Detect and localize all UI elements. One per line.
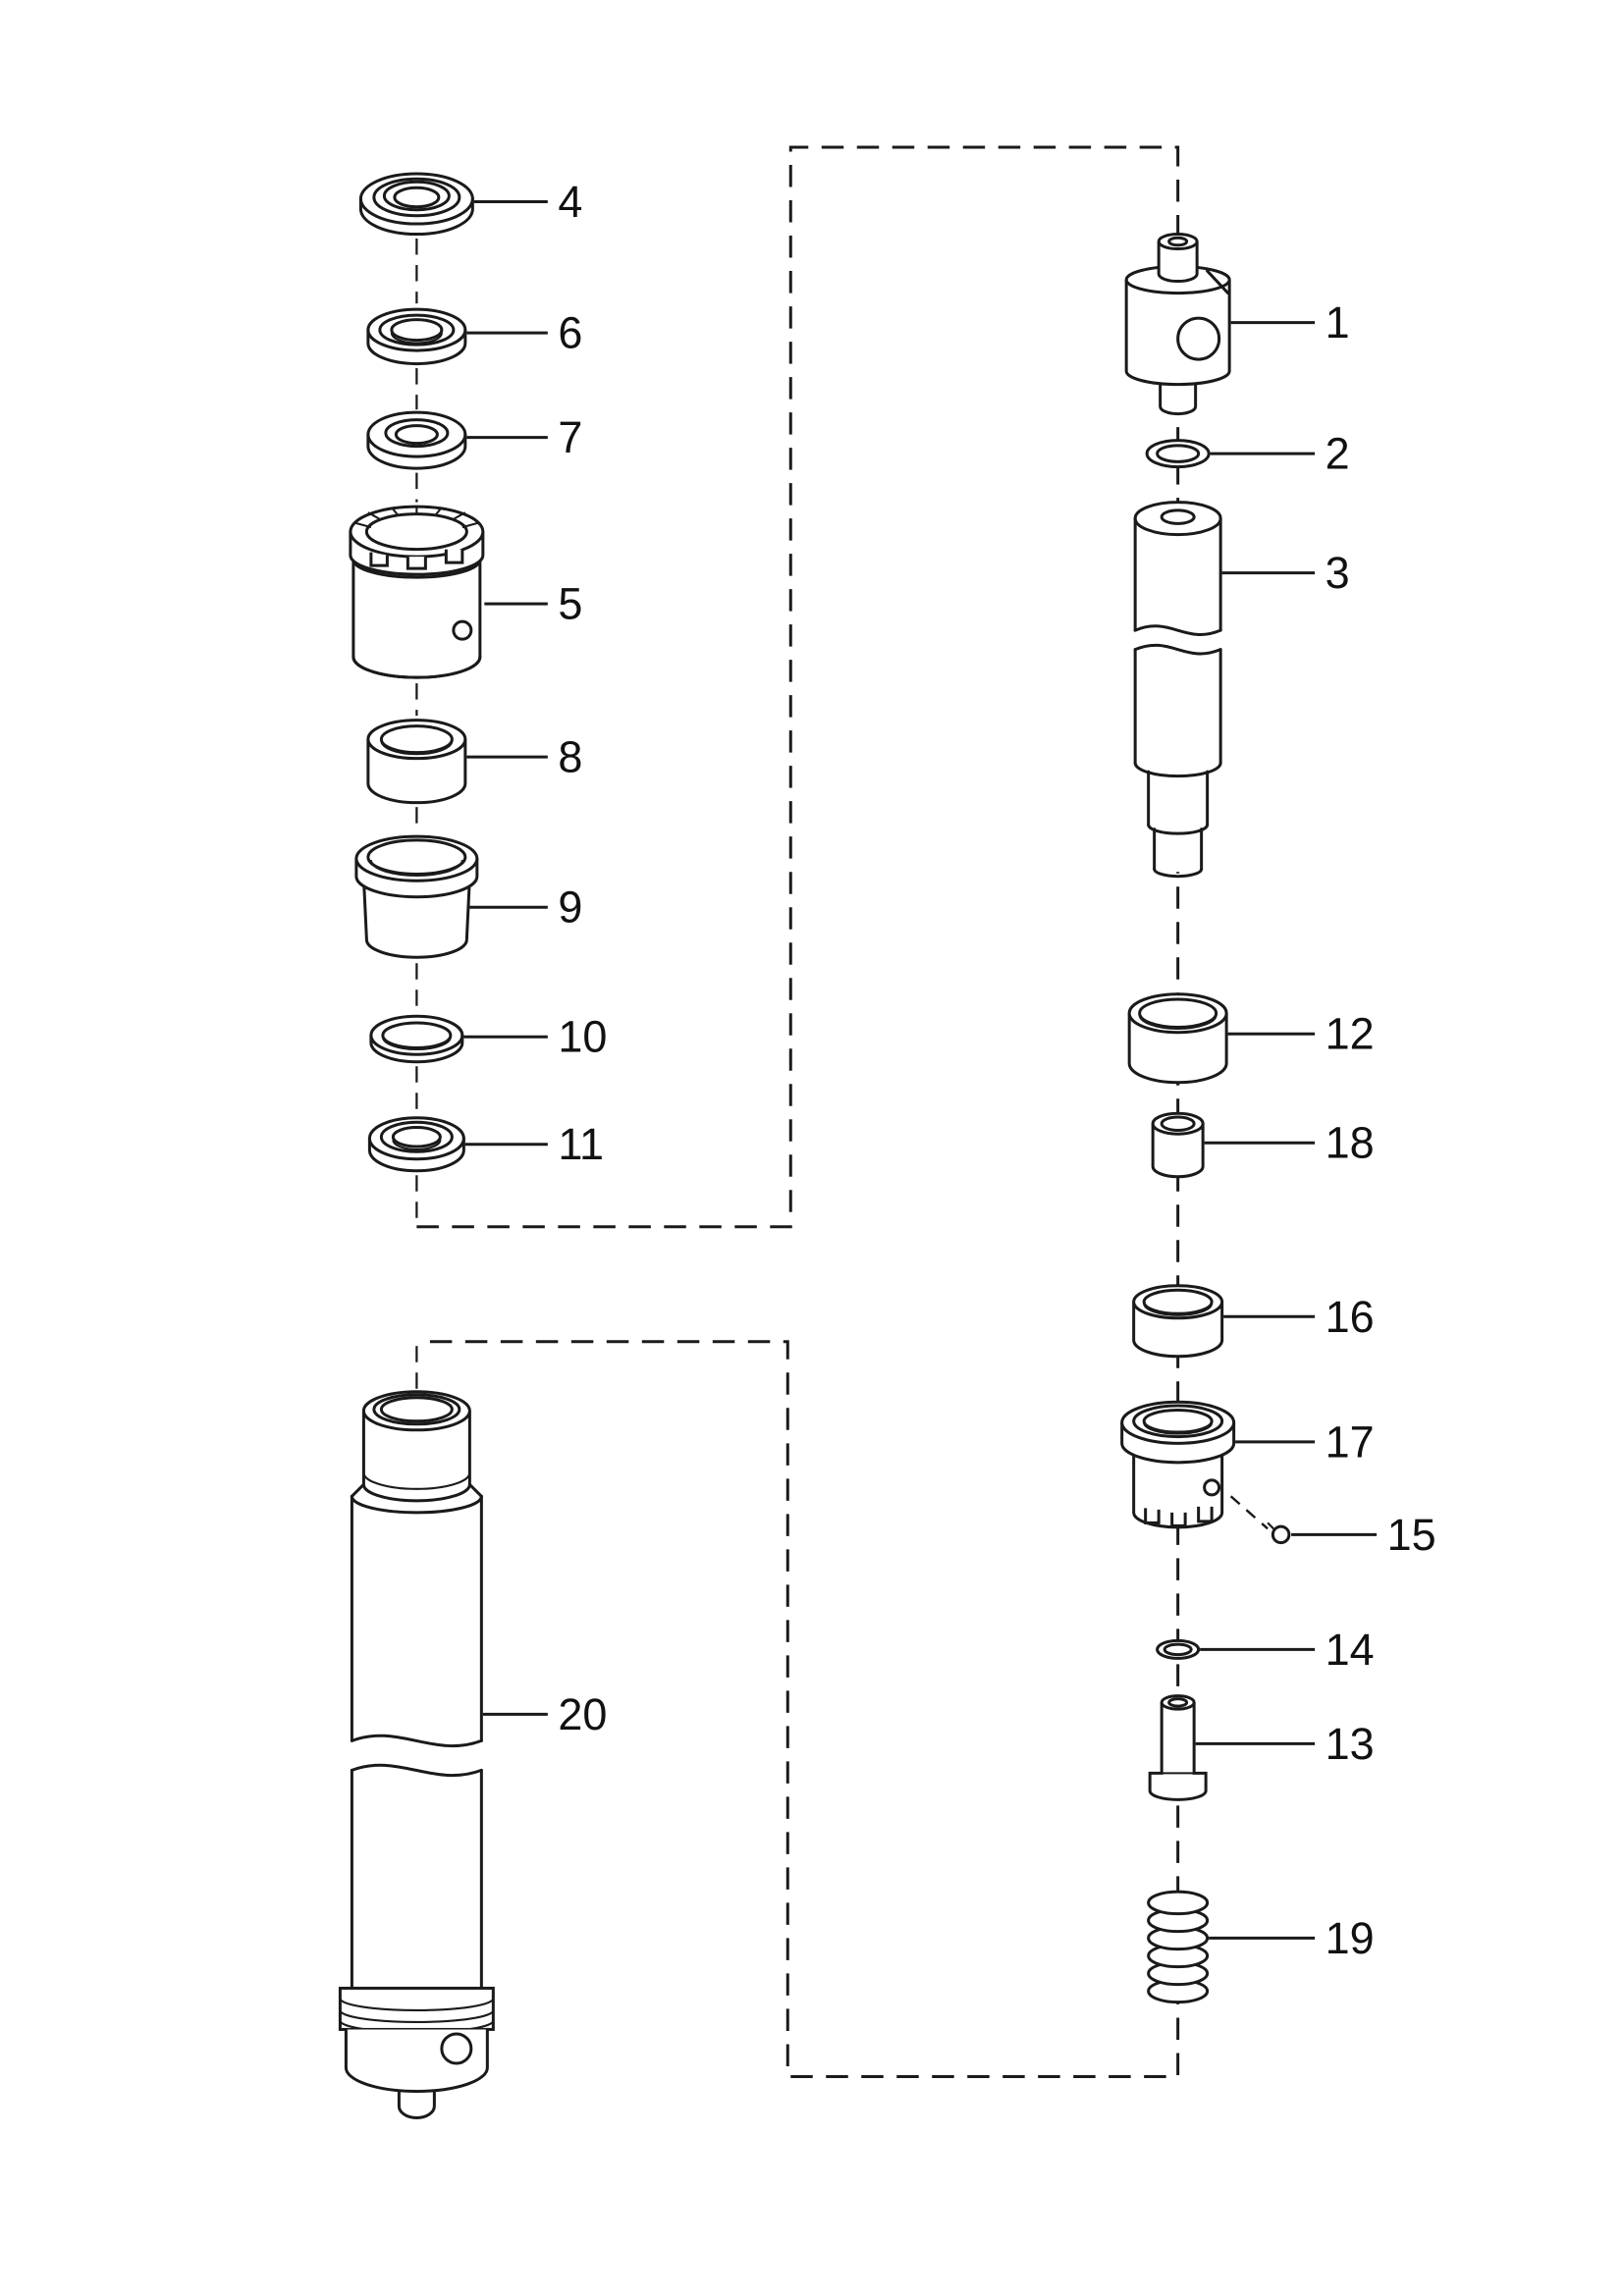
callout-12: 12 [1227, 1009, 1375, 1059]
part-number-label-2: 2 [1326, 429, 1350, 479]
callout-9: 9 [469, 882, 582, 933]
callout-19: 19 [1209, 1913, 1375, 1963]
part-19-drawing [1147, 1890, 1210, 2004]
break-line [350, 1763, 483, 1778]
part-number-label-5: 5 [558, 579, 582, 629]
pointer-dashed-line [1229, 1495, 1269, 1530]
cap-side-hole [440, 2032, 473, 2065]
part-number-label-7: 7 [558, 412, 582, 462]
callout-14: 14 [1200, 1625, 1375, 1675]
part-3-drawing [1133, 501, 1222, 879]
callout-8: 8 [466, 732, 582, 782]
part-4-drawing [358, 172, 474, 237]
callout-7: 7 [466, 412, 582, 462]
break-line [350, 1734, 483, 1748]
part-number-label-16: 16 [1326, 1292, 1375, 1342]
break-line [1133, 643, 1222, 656]
part-6-drawing [366, 307, 467, 366]
part-number-label-10: 10 [558, 1012, 607, 1062]
part-11-drawing [367, 1116, 465, 1173]
part-14-drawing [1156, 1638, 1201, 1660]
part-number-label-19: 19 [1326, 1913, 1375, 1963]
part-12-drawing [1127, 992, 1228, 1085]
part-8-drawing [366, 719, 467, 805]
callout-5: 5 [484, 579, 582, 629]
callout-3: 3 [1221, 548, 1350, 598]
part-number-label-3: 3 [1326, 548, 1350, 598]
callout-15: 15 [1291, 1510, 1436, 1560]
part-number-label-12: 12 [1326, 1009, 1375, 1059]
part-7-drawing [366, 410, 467, 470]
set-screw-hole [1203, 1478, 1221, 1497]
part-1-drawing [1124, 233, 1231, 416]
part-10-drawing [369, 1014, 464, 1064]
callout-10: 10 [463, 1012, 607, 1062]
callout-4: 4 [473, 177, 582, 227]
part-16-drawing [1132, 1284, 1224, 1359]
part-number-label-4: 4 [558, 177, 582, 227]
part-number-label-11: 11 [558, 1119, 604, 1169]
callout-20: 20 [482, 1689, 607, 1739]
callout-6: 6 [466, 308, 582, 358]
callout-17: 17 [1235, 1416, 1375, 1467]
break-line [1133, 624, 1222, 636]
part-number-label-6: 6 [558, 308, 582, 358]
part-2-drawing [1145, 439, 1211, 469]
part-13-drawing [1148, 1694, 1208, 1801]
side-port-hole [1176, 316, 1221, 361]
part-20-drawing [338, 1390, 495, 2119]
callout-11: 11 [464, 1119, 604, 1169]
part-number-label-1: 1 [1326, 297, 1350, 347]
part-number-label-15: 15 [1387, 1510, 1436, 1560]
part-number-label-18: 18 [1326, 1118, 1375, 1168]
part-number-label-8: 8 [558, 732, 582, 782]
part-18-drawing [1151, 1111, 1205, 1179]
part-number-label-14: 14 [1326, 1625, 1375, 1675]
callout-18: 18 [1204, 1118, 1375, 1168]
part-number-label-13: 13 [1326, 1719, 1375, 1769]
part-17-drawing [1120, 1400, 1236, 1529]
part-15-drawing [1229, 1495, 1291, 1545]
part-5-drawing [349, 505, 485, 679]
callout-2: 2 [1210, 429, 1350, 479]
part-number-label-17: 17 [1326, 1416, 1375, 1467]
side-hole [452, 619, 473, 641]
callout-13: 13 [1195, 1719, 1375, 1769]
part-number-label-20: 20 [558, 1689, 607, 1739]
part-number-label-9: 9 [558, 882, 582, 933]
callout-16: 16 [1223, 1292, 1375, 1342]
part-9-drawing [354, 834, 479, 959]
callout-1: 1 [1230, 297, 1350, 347]
chamfer-line [1206, 269, 1230, 295]
